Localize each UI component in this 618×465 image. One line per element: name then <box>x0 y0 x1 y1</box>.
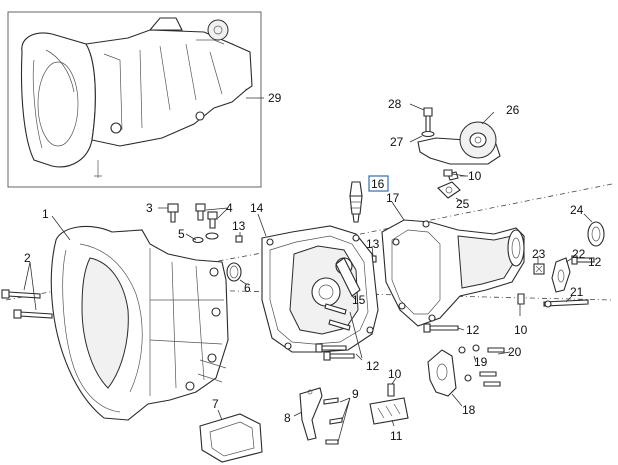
callout-25[interactable]: 25 <box>456 197 470 211</box>
callout-14[interactable]: 14 <box>250 201 264 215</box>
callout-13-right[interactable]: 13 <box>366 237 380 251</box>
o-ring <box>226 262 247 285</box>
callout-17[interactable]: 17 <box>386 191 400 205</box>
shift-rod <box>543 295 589 308</box>
callout-12-bottom[interactable]: 12 <box>366 359 380 373</box>
callout-24[interactable]: 24 <box>570 203 584 217</box>
callout-16[interactable]: 16 <box>371 177 385 191</box>
callout-20[interactable]: 20 <box>508 345 522 359</box>
retaining-plate <box>369 397 409 427</box>
callout-16-highlight <box>368 175 389 192</box>
intermediate-case <box>257 213 379 353</box>
callout-labels: 1 2 3 4 5 6 7 8 9 10 10 10 11 12 12 12 1… <box>24 91 602 443</box>
callout-29[interactable]: 29 <box>268 91 282 105</box>
callout-12-right[interactable]: 12 <box>588 255 602 269</box>
callout-1[interactable]: 1 <box>42 207 49 221</box>
callout-2[interactable]: 2 <box>24 251 31 265</box>
callout-11[interactable]: 11 <box>390 429 403 443</box>
callout-4[interactable]: 4 <box>226 201 233 215</box>
clutch-housing <box>50 215 229 421</box>
flange-nut <box>533 256 545 275</box>
callout-8[interactable]: 8 <box>284 411 291 425</box>
rear-case <box>381 201 525 327</box>
shift-linkage <box>293 387 351 445</box>
callout-7[interactable]: 7 <box>212 397 219 411</box>
callout-10-top[interactable]: 10 <box>468 169 482 183</box>
callout-3[interactable]: 3 <box>146 201 153 215</box>
callout-6[interactable]: 6 <box>244 281 251 295</box>
callout-21[interactable]: 21 <box>570 285 584 299</box>
callout-10-right[interactable]: 10 <box>514 323 528 337</box>
callout-28[interactable]: 28 <box>388 97 402 111</box>
callout-23[interactable]: 23 <box>532 247 546 261</box>
gasket <box>551 255 577 293</box>
bottom-cover <box>199 409 263 463</box>
oil-seal <box>583 213 605 247</box>
reverse-light-switch <box>349 181 363 223</box>
callout-12-middle[interactable]: 12 <box>466 323 480 337</box>
assembled-transmission-inset <box>7 11 264 188</box>
transmission-mount <box>409 103 501 165</box>
callout-5[interactable]: 5 <box>178 227 185 241</box>
callout-27[interactable]: 27 <box>390 135 404 149</box>
small-screws <box>387 169 525 397</box>
case-bolts <box>315 255 595 361</box>
callout-15[interactable]: 15 <box>352 293 366 307</box>
callout-9[interactable]: 9 <box>352 387 359 401</box>
top-bolts <box>158 203 229 244</box>
cover-plate <box>427 344 511 407</box>
callout-18[interactable]: 18 <box>462 403 476 417</box>
callout-10-bottom[interactable]: 10 <box>388 367 402 381</box>
callout-19[interactable]: 19 <box>474 355 488 369</box>
callout-13-left[interactable]: 13 <box>232 219 246 233</box>
callout-22[interactable]: 22 <box>572 247 586 261</box>
callout-26[interactable]: 26 <box>506 103 520 117</box>
shaft <box>335 257 361 301</box>
long-bolts <box>1 261 53 319</box>
